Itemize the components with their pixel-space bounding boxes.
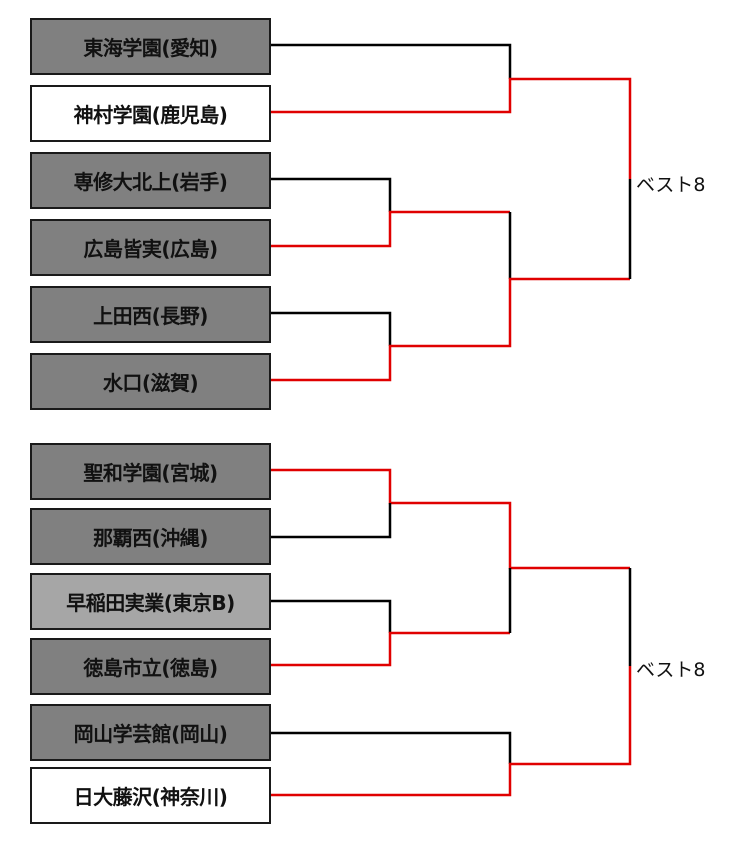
line-loser (270, 731, 512, 764)
team-name: 聖和学園(宮城) (83, 461, 218, 485)
team-name: 早稲田実業(東京B) (66, 591, 235, 615)
team-box: 上田西(長野) (30, 286, 271, 343)
team-name: 東海学園(愛知) (83, 36, 218, 60)
line-winner (270, 468, 630, 570)
team-name: 水口(滋賀) (102, 371, 199, 395)
line-loser (270, 503, 392, 539)
team-box: 早稲田実業(東京B) (30, 573, 271, 630)
team-box: 聖和学園(宮城) (30, 443, 271, 500)
line-loser (270, 43, 512, 79)
team-box: 徳島市立(徳島) (30, 638, 271, 695)
team-box: 東海学園(愛知) (30, 18, 271, 75)
line-loser (270, 311, 392, 346)
best8-label: ベスト8 (636, 174, 706, 196)
team-name: 広島皆実(広島) (83, 237, 218, 261)
line-loser (270, 177, 392, 212)
team-box: 岡山学芸館(岡山) (30, 704, 271, 761)
team-box: 広島皆実(広島) (30, 219, 271, 276)
team-box: 那覇西(沖縄) (30, 508, 271, 565)
team-name: 神村学園(鹿児島) (73, 103, 228, 127)
line-winner (270, 277, 630, 382)
team-box: 神村学園(鹿児島) (30, 85, 271, 142)
line-loser (270, 599, 392, 633)
team-name: 日大藤沢(神奈川) (73, 785, 228, 809)
team-name: 上田西(長野) (93, 304, 208, 328)
team-box: 専修大北上(岩手) (30, 152, 271, 209)
team-name: 那覇西(沖縄) (93, 526, 208, 550)
line-winner (270, 631, 510, 667)
team-name: 専修大北上(岩手) (73, 170, 228, 194)
team-name: 徳島市立(徳島) (83, 656, 218, 680)
team-name: 岡山学芸館(岡山) (73, 722, 228, 746)
team-box: 日大藤沢(神奈川) (30, 767, 271, 824)
best8-label: ベスト8 (636, 659, 706, 681)
line-winner (270, 666, 632, 797)
team-box: 水口(滋賀) (30, 353, 271, 410)
line-winner (270, 210, 510, 248)
line-winner (270, 77, 632, 179)
